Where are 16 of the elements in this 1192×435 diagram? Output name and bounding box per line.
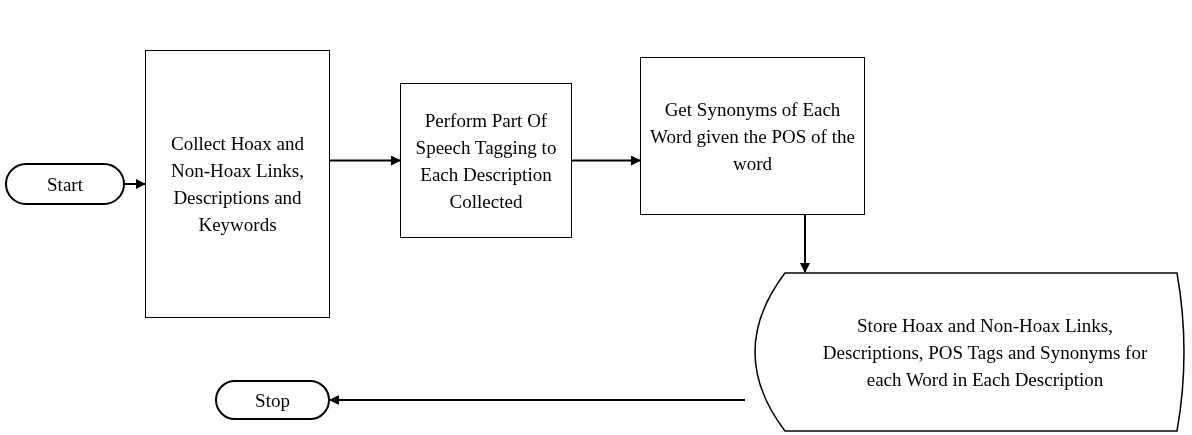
node-text: Store Hoax and Non-Hoax Links, Descriptions, POS Tags and Synonyms for each Word in Each Description xyxy=(821,313,1149,392)
arrow xyxy=(329,155,401,166)
arrow xyxy=(800,214,810,273)
node-text: Perform Part Of Speech Tagging to Each Description Collected xyxy=(414,108,558,214)
node-text: Get Synonyms of Each Word given the POS of the word xyxy=(649,97,856,176)
arrow xyxy=(571,155,641,166)
node-text: Collect Hoax and Non-Hoax Links, Descriptions and Keywords xyxy=(170,132,305,237)
node-text: Stop xyxy=(255,388,290,413)
arrow xyxy=(329,395,746,405)
node-text: Start xyxy=(47,172,83,197)
arrow xyxy=(124,179,146,189)
terminal-shape xyxy=(215,380,330,420)
process-box xyxy=(145,50,330,318)
terminal-shape xyxy=(5,163,125,205)
process-box xyxy=(640,57,865,215)
process-box xyxy=(400,83,572,238)
